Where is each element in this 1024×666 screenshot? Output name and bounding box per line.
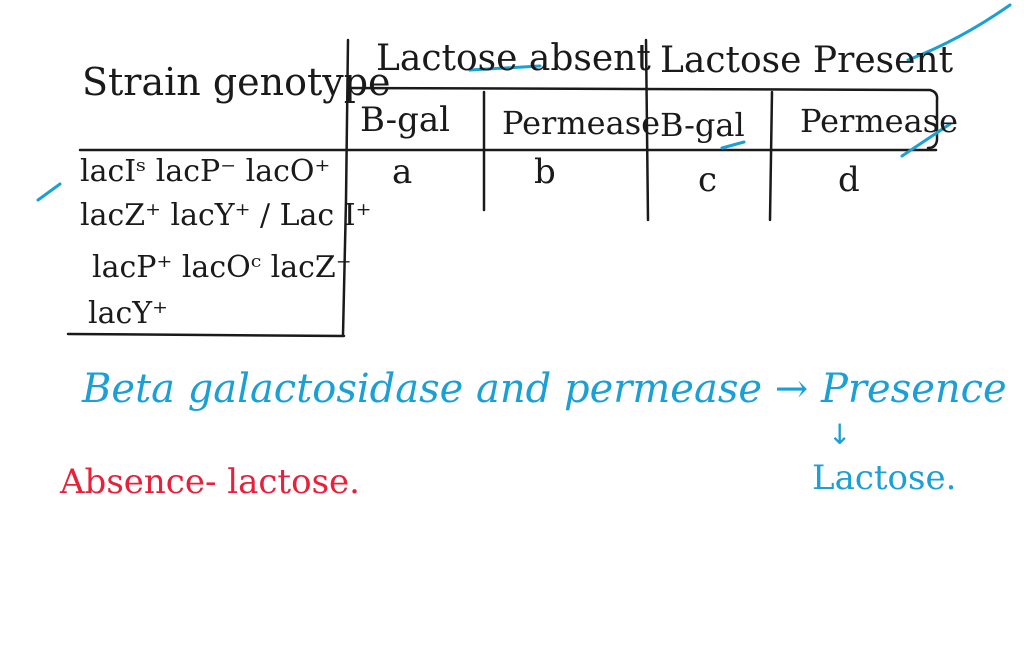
tick-mark-bgal — [720, 140, 746, 150]
subheader-present-bgal: B-gal — [660, 106, 745, 144]
grid-line-strain-divider — [341, 38, 350, 337]
grid-line-bottom — [66, 332, 346, 338]
grid-line-present-sub — [768, 90, 774, 222]
genotype-line-2: lacZ⁺ lacY⁺ / Lac I⁺ — [80, 198, 372, 233]
subheader-absent-bgal: B-gal — [360, 100, 451, 140]
cell-a: a — [392, 152, 413, 192]
grid-line-group-divider — [644, 38, 650, 222]
header-lactose-absent: Lactose absent — [376, 38, 651, 79]
genotype-line-1: lacIˢ lacP⁻ lacO⁺ — [80, 154, 331, 189]
note-arrow-down: ↓ — [828, 418, 852, 451]
tick-mark-genotype — [36, 182, 62, 202]
subheader-present-permease: Permease — [800, 102, 959, 140]
header-strain-genotype: Strain genotype — [82, 60, 391, 104]
tick-mark-permease — [900, 122, 952, 158]
subheader-absent-permease: Permease — [502, 104, 661, 142]
cell-b: b — [534, 152, 556, 192]
cell-d: d — [838, 160, 860, 200]
tick-mark-header-right — [906, 3, 1012, 62]
genotype-line-3: lacP⁺ lacOᶜ lacZ⁻ — [92, 250, 352, 285]
cell-c: c — [698, 160, 718, 200]
note-red-line: Absence- lactose. — [60, 462, 360, 502]
genotype-line-4: lacY⁺ — [88, 296, 168, 331]
note-blue-lactose: Lactose. — [812, 458, 957, 498]
note-blue-line: Beta galactosidase and permease → Presen… — [82, 366, 1007, 412]
header-lactose-present: Lactose Present — [660, 40, 954, 81]
grid-line-group — [346, 86, 939, 150]
tick-mark-absent — [468, 64, 542, 72]
